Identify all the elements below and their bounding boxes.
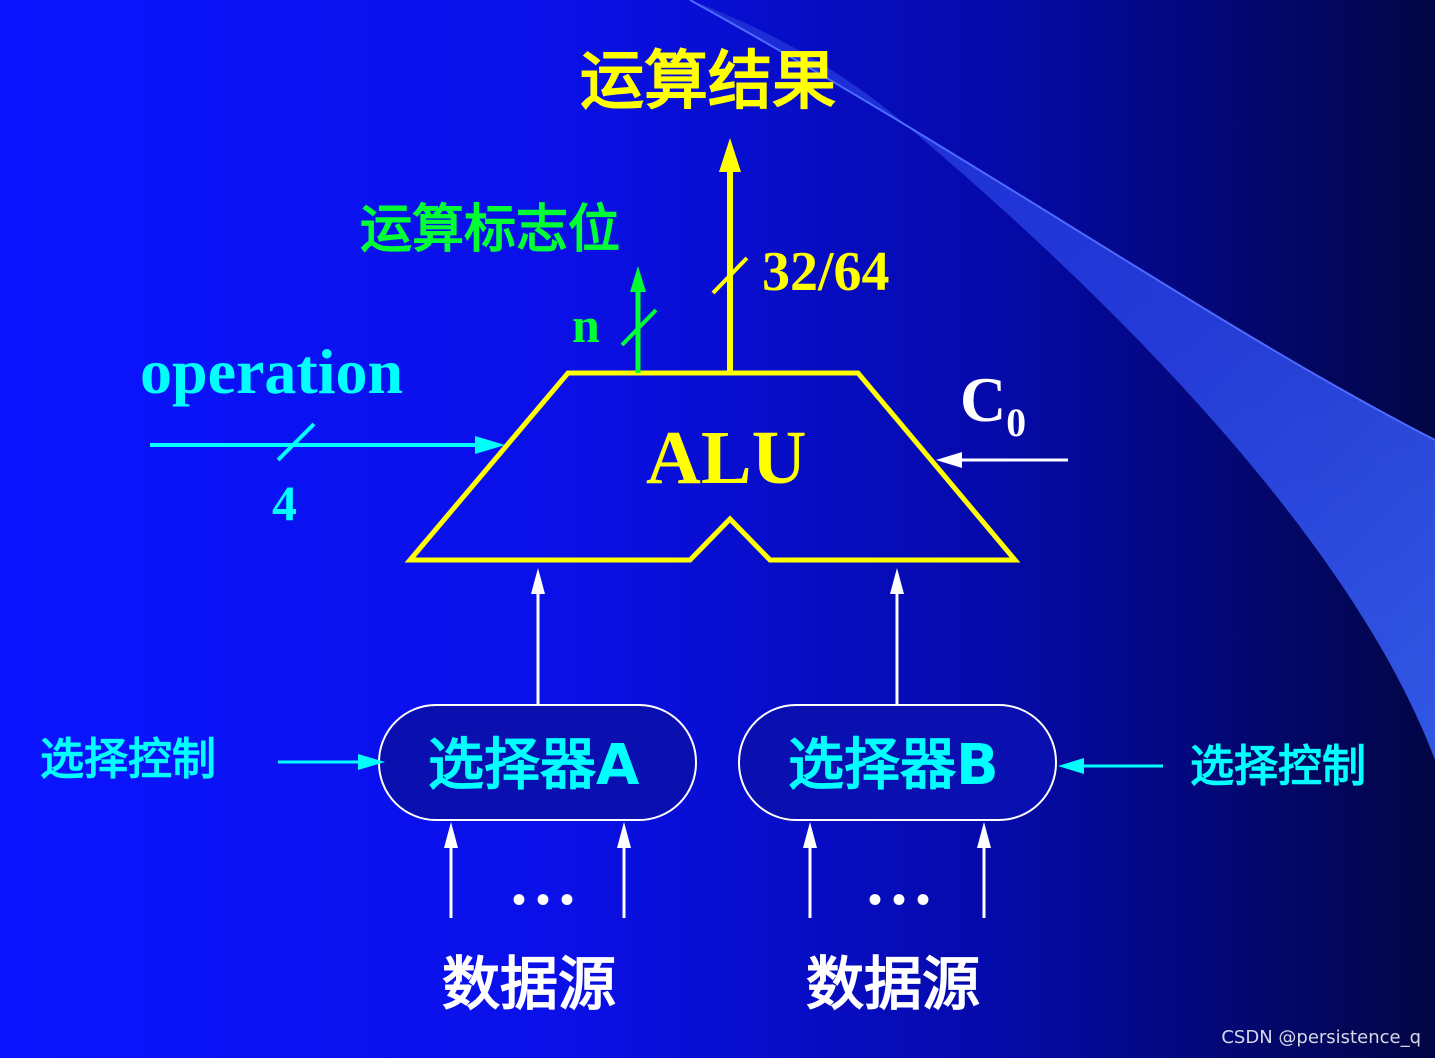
flags-width-label: n [572, 297, 600, 353]
mux-b-label: 选择器B [788, 733, 999, 798]
select-control-right-arrow [1058, 758, 1163, 774]
background-sweep-edge [689, 0, 1435, 441]
data-source-a-arrow-2 [617, 822, 631, 918]
operation-width-slash [276, 422, 316, 462]
result-width-slash [711, 256, 749, 295]
alu-label: ALU [646, 416, 807, 500]
data-source-b-arrow-2 [977, 822, 991, 918]
result-label: 运算结果 [580, 45, 836, 119]
data-source-right-label: 数据源 [806, 950, 981, 1018]
mux-a-label: 选择器A [428, 733, 640, 798]
select-control-left-label: 选择控制 [40, 734, 216, 785]
ellipsis-left: • • • [512, 877, 575, 922]
operation-width-label: 4 [272, 475, 297, 531]
operation-arrow [150, 436, 505, 454]
carry-in-base: C [960, 364, 1007, 435]
background-sweep [690, 0, 1435, 760]
result-width-label: 32/64 [762, 241, 890, 303]
carry-in-subscript: 0 [1006, 401, 1027, 446]
select-control-left-arrow [278, 754, 385, 770]
flags-arrow [630, 266, 646, 373]
alu-shape [404, 370, 1021, 563]
flags-label: 运算标志位 [360, 200, 621, 260]
result-arrow [719, 138, 741, 373]
carry-in-arrow [936, 452, 1068, 468]
data-source-a-arrow-1 [444, 822, 458, 918]
data-source-left-label: 数据源 [442, 950, 617, 1018]
mux-b-box [738, 704, 1057, 821]
ellipsis-right: • • • [868, 877, 931, 922]
data-source-b-arrow-1 [803, 822, 817, 918]
select-control-right-label: 选择控制 [1190, 741, 1366, 792]
operation-label: operation [140, 336, 404, 407]
watermark: CSDN @persistence_q [1221, 1027, 1421, 1048]
carry-in-label: C0 [960, 368, 1026, 444]
mux-a-to-alu-arrow [531, 568, 545, 705]
mux-b-to-alu-arrow [890, 568, 904, 705]
flags-width-slash [620, 308, 658, 347]
